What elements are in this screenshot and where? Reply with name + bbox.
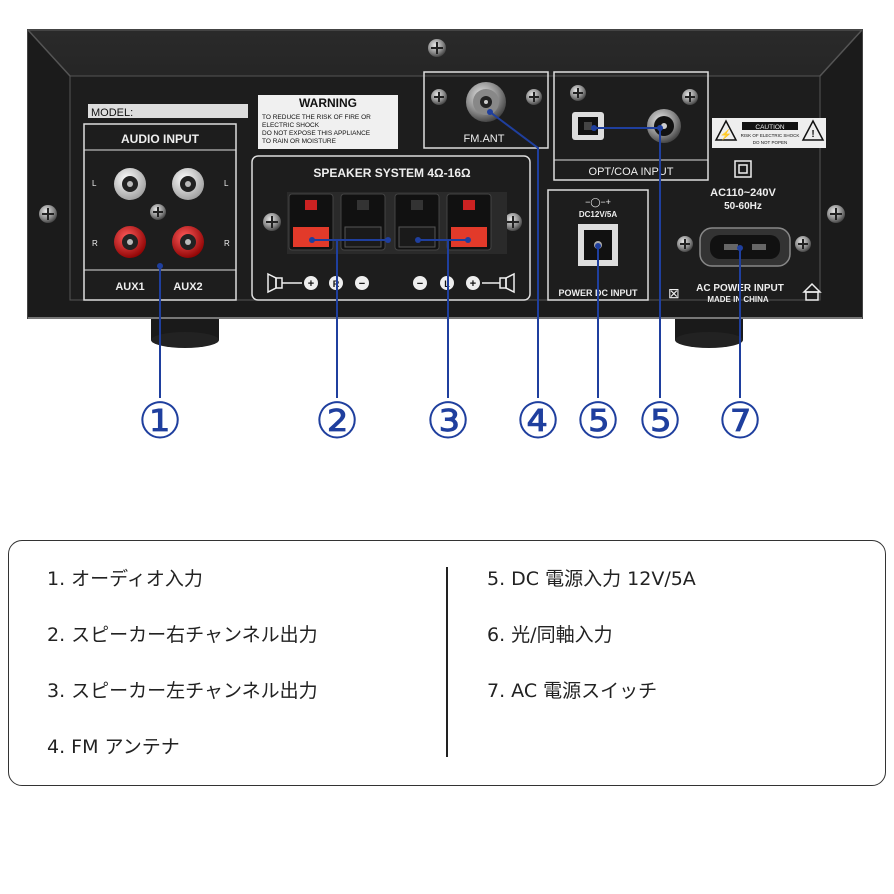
screw-icon (150, 204, 166, 220)
screw-icon (263, 213, 281, 231)
rca-jack-aux1-right[interactable] (114, 226, 146, 258)
fm-antenna-section: FM.ANT (423, 71, 549, 149)
plus-icon (466, 276, 480, 290)
ac-voltage: AC110~240V (710, 187, 776, 199)
callout-2: ② (315, 393, 360, 449)
warning-line: DO NOT EXPOSE THIS APPLIANCE (262, 130, 371, 137)
coaxial-input-port[interactable] (647, 109, 681, 143)
warning-line: ELECTRIC SHOCK (262, 122, 320, 129)
callout-5-dc: ⑤ (576, 393, 621, 449)
warning-line: TO REDUCE THE RISK OF FIRE OR (262, 114, 371, 121)
minus-icon (355, 276, 369, 290)
minus-symbol: − (417, 278, 423, 290)
ac-power-socket[interactable] (699, 227, 791, 267)
screw-icon (428, 39, 446, 57)
legend-item: 1. オーディオ入力 (47, 568, 203, 590)
opt-coa-label: OPT/COA INPUT (589, 166, 674, 178)
caution-line: RISK OF ELECTRIC SHOCK (741, 133, 800, 138)
legend-item: 6. 光/同軸入力 (487, 624, 613, 646)
screw-icon (795, 236, 811, 252)
speaker-terminal-right-positive[interactable] (288, 193, 334, 251)
speaker-terminal-left-negative[interactable] (394, 193, 440, 251)
screw-icon (682, 89, 698, 105)
screw-icon (827, 205, 845, 223)
left-channel-label: L (92, 179, 97, 188)
svg-text:!: ! (811, 129, 814, 140)
legend-item: 4. FM アンテナ (47, 736, 180, 758)
amplifier-rear-panel: MODEL: WARNING TO REDUCE THE RISK OF FIR… (27, 29, 863, 449)
legend-item: 7. AC 電源スイッチ (487, 680, 658, 702)
speaker-terminal-right-negative[interactable] (340, 193, 386, 251)
legend-item: 5. DC 電源入力 12V/5A (487, 568, 696, 590)
left-channel-label: L (224, 179, 229, 188)
double-insulation-icon (734, 160, 752, 178)
legend-left-column: 1. オーディオ入力 2. スピーカー右チャンネル出力 3. スピーカー左チャン… (47, 561, 318, 785)
dc-spec: DC12V/5A (579, 210, 617, 219)
aux2-label: AUX2 (173, 281, 202, 293)
model-label: MODEL: (91, 107, 133, 119)
right-channel-label: R (92, 239, 98, 248)
callout-7: ⑦ (718, 393, 763, 449)
caution-title: CAUTION (755, 124, 785, 131)
aux1-label: AUX1 (115, 281, 144, 293)
weee-bin-icon: ⊠ (668, 285, 680, 301)
minus-icon (413, 276, 427, 290)
warning-title: WARNING (299, 96, 357, 110)
screw-icon (677, 236, 693, 252)
legend-divider (446, 567, 448, 757)
legend-item: 2. スピーカー右チャンネル出力 (47, 624, 318, 646)
speaker-title: SPEAKER SYSTEM 4Ω-16Ω (313, 166, 471, 180)
made-in-label: MADE IN CHINA (707, 295, 769, 304)
audio-input-title: AUDIO INPUT (121, 132, 200, 146)
screw-icon (570, 85, 586, 101)
legend-right-column: 5. DC 電源入力 12V/5A 6. 光/同軸入力 7. AC 電源スイッチ (487, 561, 696, 729)
fm-ant-label: FM.ANT (464, 133, 505, 145)
rca-jack-aux2-right[interactable] (172, 226, 204, 258)
fm-antenna-connector[interactable] (466, 82, 506, 122)
legend-item: 3. スピーカー左チャンネル出力 (47, 680, 318, 702)
legend-box: 1. オーディオ入力 2. スピーカー右チャンネル出力 3. スピーカー左チャン… (8, 540, 886, 786)
rca-jack-aux2-left[interactable] (172, 168, 204, 200)
plus-symbol: + (470, 278, 476, 290)
rca-jack-aux1-left[interactable] (114, 168, 146, 200)
minus-symbol: − (359, 278, 365, 290)
speaker-icon (499, 272, 515, 294)
dc-polarity-symbol: −◯−+ (585, 197, 611, 208)
right-channel-label: R (224, 239, 230, 248)
screw-icon (39, 205, 57, 223)
plus-symbol: + (308, 278, 314, 290)
caution-line: DO NOT POPEN (753, 140, 787, 145)
callout-1: ① (138, 393, 183, 449)
callout-5-optical: ⑤ (638, 393, 683, 449)
callout-lines (159, 111, 741, 398)
audio-input-section: AUDIO INPUT AUX1 AUX2 L L R R (83, 123, 237, 301)
warning-line: TO RAIN OR MOISTURE (262, 138, 337, 145)
callout-3: ③ (426, 393, 471, 449)
optical-coax-section: OPT/COA INPUT (553, 71, 709, 181)
speaker-terminal-left-positive[interactable] (446, 193, 492, 251)
screw-icon (431, 89, 447, 105)
warning-triangle-icon (714, 119, 738, 141)
ac-frequency: 50-60Hz (724, 201, 762, 212)
plus-icon (304, 276, 318, 290)
screw-icon (504, 213, 522, 231)
model-label-box (88, 104, 248, 118)
svg-text:⚡: ⚡ (720, 128, 732, 141)
callout-4: ④ (516, 393, 561, 449)
warning-triangle-icon (801, 119, 825, 141)
warning-box (258, 95, 398, 149)
home-icon (802, 282, 822, 301)
caution-label: ⚡ ! CAUTION RISK OF ELECTRIC SHOCK DO NO… (712, 118, 826, 148)
screw-icon (526, 89, 542, 105)
optical-input-port[interactable] (572, 112, 604, 140)
